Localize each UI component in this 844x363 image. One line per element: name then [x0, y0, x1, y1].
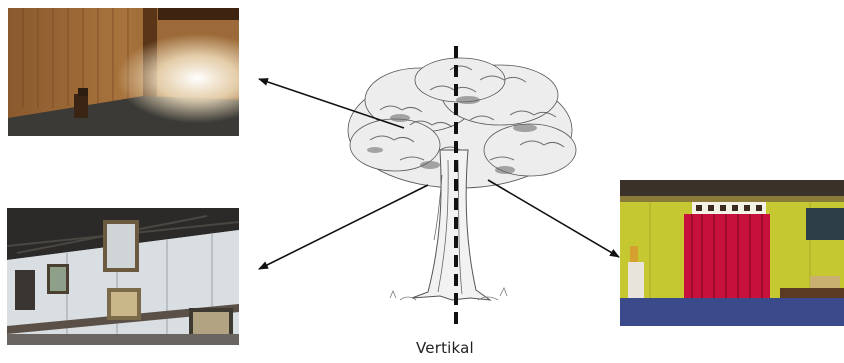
arrow-to-right-photo — [488, 180, 619, 257]
arrow-to-bottom-left-photo — [259, 185, 428, 269]
tree-sketch — [348, 58, 576, 300]
axis-label: Vertikal — [416, 339, 474, 357]
